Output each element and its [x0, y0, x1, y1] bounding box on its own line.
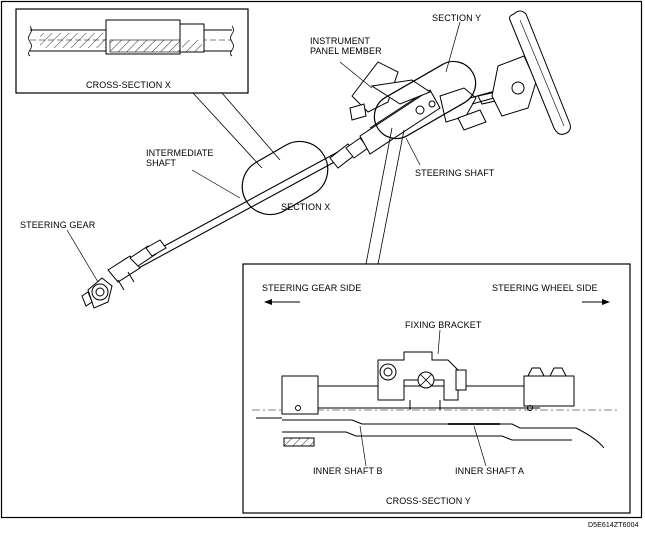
steering-gear-side-arrow	[264, 299, 300, 305]
cross-section-y-label: CROSS-SECTION Y	[386, 496, 471, 506]
steering-wheel-side-label: STEERING WHEEL SIDE	[492, 283, 598, 293]
steering-gear-label: STEERING GEAR	[20, 220, 96, 230]
cross-section-x-label: CROSS-SECTION X	[86, 80, 172, 90]
inner-shaft-b-label: INNER SHAFT B	[313, 466, 383, 476]
instrument-panel-member-label: INSTRUMENT PANEL MEMBER	[310, 36, 382, 56]
steering-assembly	[81, 10, 571, 309]
steering-shaft-label: STEERING SHAFT	[415, 168, 495, 178]
outer-frame	[0, 0, 643, 519]
inner-shaft-a-label: INNER SHAFT A	[455, 466, 525, 476]
fixing-bracket-label: FIXING BRACKET	[405, 320, 482, 330]
section-x-label: SECTION X	[281, 202, 331, 212]
cross-section-y-inset	[242, 263, 631, 514]
steering-gear-side-label: STEERING GEAR SIDE	[262, 283, 362, 293]
section-y-outline	[373, 60, 477, 140]
section-x-outline	[241, 140, 329, 216]
figure-code: D5E614ZT6004	[588, 522, 639, 529]
cross-section-x-inset	[15, 8, 249, 94]
section-y-label: SECTION Y	[432, 13, 482, 23]
steering-wheel-side-arrow	[582, 299, 610, 305]
intermediate-shaft-label: INTERMEDIATE SHAFT	[146, 148, 214, 168]
